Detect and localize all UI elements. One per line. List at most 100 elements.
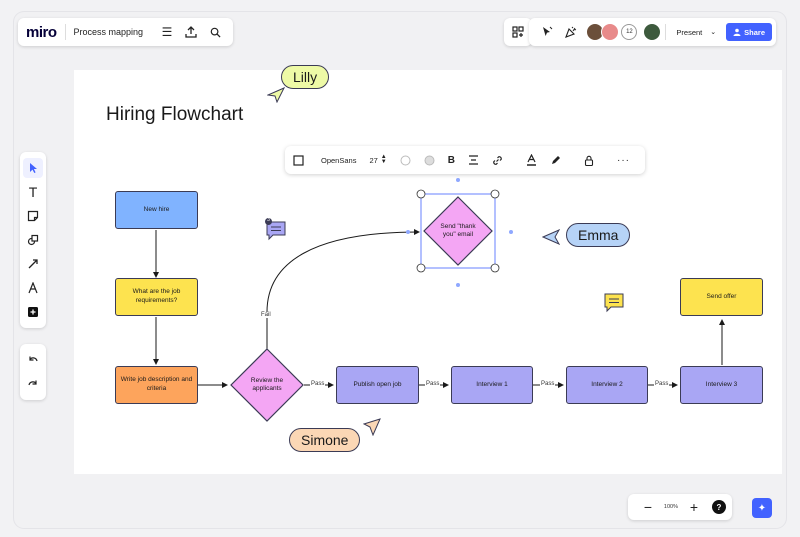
comment-thread[interactable]: 3 bbox=[265, 217, 286, 241]
apps-icon bbox=[512, 26, 524, 38]
redo-icon[interactable] bbox=[23, 374, 43, 394]
cursor-name: Emma bbox=[578, 227, 619, 243]
more-options-icon[interactable]: ··· bbox=[616, 154, 630, 166]
link-icon[interactable] bbox=[492, 155, 503, 166]
miro-logo[interactable]: miro bbox=[26, 23, 57, 41]
shapes-icon[interactable] bbox=[23, 230, 43, 250]
cursor-follow-icon[interactable] bbox=[537, 22, 557, 42]
undo-icon[interactable] bbox=[23, 350, 43, 370]
sticky-note-icon[interactable] bbox=[23, 206, 43, 226]
format-toolbar: OpenSans 27 ▲▼ B ··· bbox=[285, 146, 645, 174]
shape-type-icon[interactable] bbox=[293, 154, 304, 166]
node-publish-job[interactable]: Publish open job bbox=[336, 366, 419, 404]
selection-box bbox=[420, 193, 496, 269]
node-label: Publish open job bbox=[353, 380, 402, 388]
avatar[interactable] bbox=[601, 23, 620, 41]
comment-thread[interactable] bbox=[603, 292, 624, 313]
node-label: Interview 2 bbox=[591, 380, 623, 388]
creation-toolbar: T bbox=[20, 152, 46, 328]
node-job-requirements[interactable]: What are the job requirements? bbox=[115, 278, 198, 316]
fill-color-icon[interactable] bbox=[400, 155, 411, 166]
resize-handle bbox=[490, 189, 500, 199]
add-more-icon[interactable] bbox=[23, 302, 43, 322]
zoom-level[interactable]: 100% bbox=[663, 504, 678, 510]
connection-point bbox=[456, 178, 460, 182]
node-interview-2[interactable]: Interview 2 bbox=[566, 366, 648, 404]
ai-assist-button[interactable]: ✦ bbox=[752, 498, 772, 518]
font-size-stepper[interactable]: 27 ▲▼ bbox=[369, 154, 387, 165]
node-send-thank-you[interactable]: Send "thank you" email bbox=[423, 196, 493, 266]
resize-handle bbox=[416, 263, 426, 273]
share-button[interactable]: Share bbox=[726, 23, 772, 41]
undo-redo-bar bbox=[20, 344, 46, 400]
text-tool-icon[interactable]: T bbox=[28, 184, 38, 200]
help-icon[interactable]: ? bbox=[712, 500, 726, 514]
celebrate-icon[interactable] bbox=[561, 22, 581, 42]
board-name[interactable]: Process mapping bbox=[73, 27, 144, 37]
cursor-label-emma: Emma bbox=[566, 223, 631, 247]
board-canvas[interactable] bbox=[74, 70, 782, 474]
collaboration-bar: 12 Present ⌄ Share bbox=[529, 18, 776, 46]
cursor-name: Lilly bbox=[293, 69, 318, 85]
board-title[interactable]: Hiring Flowchart bbox=[106, 104, 244, 125]
edge-label-pass: Pass bbox=[654, 381, 670, 387]
edge-label-pass: Pass bbox=[540, 381, 556, 387]
pen-icon[interactable] bbox=[23, 278, 43, 298]
zoom-in-icon[interactable]: + bbox=[689, 499, 699, 515]
node-label: Interview 1 bbox=[476, 380, 508, 388]
search-icon[interactable] bbox=[205, 22, 225, 42]
node-label: Write job description and criteria bbox=[120, 376, 193, 392]
stepper-arrows-icon: ▲▼ bbox=[380, 154, 387, 165]
text-color-icon[interactable] bbox=[526, 154, 537, 166]
node-interview-1[interactable]: Interview 1 bbox=[451, 366, 533, 404]
node-label: Review the applicants bbox=[250, 376, 284, 392]
border-color-icon[interactable] bbox=[424, 155, 435, 166]
connector bbox=[266, 229, 420, 350]
lock-icon[interactable] bbox=[584, 155, 594, 166]
apps-button[interactable] bbox=[504, 18, 532, 46]
node-label: Send offer bbox=[706, 292, 737, 300]
comment-count-badge: 3 bbox=[267, 217, 270, 223]
connection-point bbox=[406, 230, 410, 234]
connector-layer bbox=[153, 178, 725, 388]
resize-handle bbox=[416, 189, 426, 199]
node-label: What are the job requirements? bbox=[132, 288, 181, 304]
menu-icon[interactable]: ☰ bbox=[161, 25, 173, 39]
node-label: Send "thank you" email bbox=[440, 222, 476, 238]
select-tool-icon[interactable] bbox=[23, 158, 43, 178]
cursor-pointer-icon bbox=[267, 87, 285, 103]
node-label: New hire bbox=[143, 205, 170, 213]
font-select[interactable]: OpenSans bbox=[321, 155, 357, 165]
present-label: Present bbox=[676, 27, 703, 37]
cursor-pointer-icon bbox=[363, 418, 381, 436]
divider bbox=[665, 24, 667, 40]
collaborator-count[interactable]: 12 bbox=[621, 24, 638, 40]
cursor-label-lilly: Lilly bbox=[281, 65, 330, 89]
node-interview-3[interactable]: Interview 3 bbox=[680, 366, 763, 404]
edge-label-pass: Pass bbox=[310, 381, 326, 387]
comment-icon bbox=[604, 293, 624, 313]
chevron-down-icon: ⌄ bbox=[710, 29, 717, 36]
node-write-description[interactable]: Write job description and criteria bbox=[115, 366, 198, 404]
highlight-icon[interactable] bbox=[550, 155, 561, 166]
comment-icon bbox=[265, 218, 286, 241]
avatar[interactable] bbox=[643, 23, 662, 41]
cursor-name: Simone bbox=[301, 432, 349, 448]
connection-point bbox=[509, 230, 513, 234]
present-button[interactable]: Present ⌄ bbox=[670, 23, 722, 41]
zoom-out-icon[interactable]: − bbox=[643, 499, 653, 515]
upload-icon[interactable] bbox=[181, 22, 201, 42]
diamond-shape bbox=[423, 196, 493, 266]
node-review-applicants[interactable]: Review the applicants bbox=[230, 348, 304, 422]
miro-window: miro Process mapping ☰ 12 Present ⌄ bbox=[14, 12, 786, 528]
bold-icon[interactable]: B bbox=[447, 154, 455, 166]
user-icon bbox=[733, 28, 741, 36]
align-center-icon[interactable] bbox=[468, 155, 479, 165]
sparkle-icon: ✦ bbox=[757, 502, 767, 514]
node-new-hire[interactable]: New hire bbox=[115, 191, 198, 229]
node-send-offer[interactable]: Send offer bbox=[680, 278, 763, 316]
edge-label-pass: Pass bbox=[425, 381, 441, 387]
diamond-shape bbox=[230, 348, 304, 422]
connector-icon[interactable] bbox=[23, 254, 43, 274]
cursor-pointer-icon bbox=[542, 229, 560, 245]
